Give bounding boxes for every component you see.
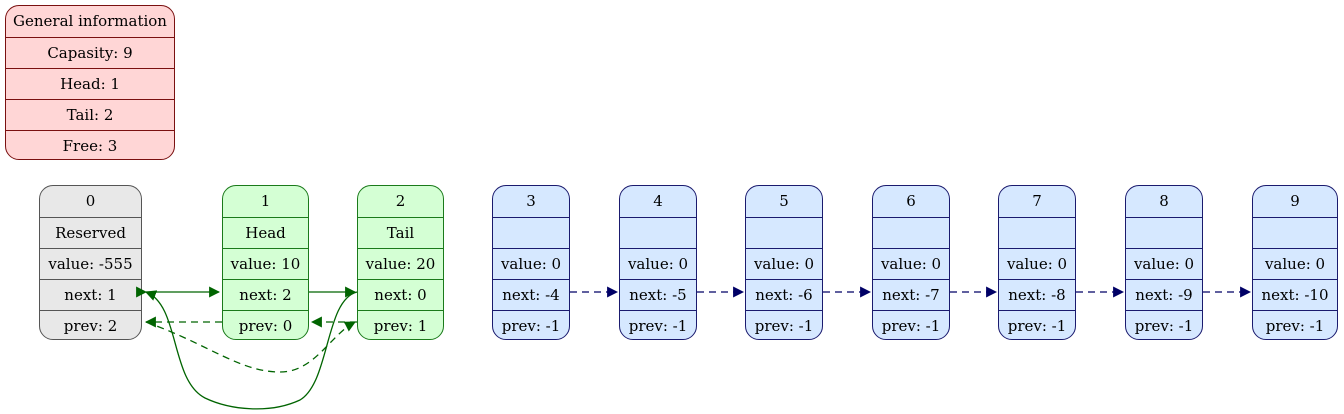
node-value: value: 0 (746, 248, 822, 279)
node-prev: prev: -1 (1126, 310, 1202, 339)
node-prev: prev: -1 (873, 310, 949, 339)
node-value: value: 0 (999, 248, 1075, 279)
node-value: value: 10 (223, 248, 308, 279)
info-free: Free: 3 (6, 130, 174, 159)
node-index: 4 (653, 192, 663, 210)
node-next: next: -7 (873, 279, 949, 310)
info-title: General information (13, 12, 167, 30)
node-next: next: 2 (223, 279, 308, 310)
node-next: next: -5 (620, 279, 696, 310)
node-prev: prev: -1 (1253, 310, 1337, 339)
node-value: value: 0 (1253, 248, 1337, 279)
node-tag (873, 217, 949, 248)
node-value: value: 0 (873, 248, 949, 279)
node-2-tail: 2 Tail value: 20 next: 0 prev: 1 (357, 185, 444, 340)
node-prev: prev: 1 (358, 310, 443, 339)
node-next: next: -9 (1126, 279, 1202, 310)
node-tag (620, 217, 696, 248)
node-9-free: 9 value: 0 next: -10 prev: -1 (1252, 185, 1338, 340)
node-tag (1253, 217, 1337, 248)
info-tail: Tail: 2 (6, 99, 174, 130)
node-next: next: -8 (999, 279, 1075, 310)
node-tag (746, 217, 822, 248)
node-8-free: 8 value: 0 next: -9 prev: -1 (1125, 185, 1203, 340)
node-tag: Reserved (40, 217, 141, 248)
node-index: 7 (1032, 192, 1042, 210)
node-index: 6 (906, 192, 916, 210)
node-index: 5 (779, 192, 789, 210)
info-head: Head: 1 (6, 68, 174, 99)
node-prev: prev: -1 (620, 310, 696, 339)
node-next: next: -10 (1253, 279, 1337, 310)
node-value: value: 0 (620, 248, 696, 279)
node-6-free: 6 value: 0 next: -7 prev: -1 (872, 185, 950, 340)
node-tag: Tail (358, 217, 443, 248)
node-prev: prev: 2 (40, 310, 141, 339)
node-value: value: 0 (1126, 248, 1202, 279)
node-value: value: -555 (40, 248, 141, 279)
node-next: next: -6 (746, 279, 822, 310)
node-index: 9 (1290, 192, 1300, 210)
node-next: next: 0 (358, 279, 443, 310)
node-1-head: 1 Head value: 10 next: 2 prev: 0 (222, 185, 309, 340)
node-5-free: 5 value: 0 next: -6 prev: -1 (745, 185, 823, 340)
node-value: value: 20 (358, 248, 443, 279)
node-value: value: 0 (493, 248, 569, 279)
node-prev: prev: -1 (999, 310, 1075, 339)
node-prev: prev: 0 (223, 310, 308, 339)
node-tag (1126, 217, 1202, 248)
node-index: 0 (85, 192, 96, 210)
node-index: 1 (260, 192, 271, 210)
node-next: next: 1 (40, 279, 141, 310)
node-index: 3 (526, 192, 536, 210)
info-capacity: Capasity: 9 (6, 37, 174, 68)
general-information-panel: General information Capasity: 9 Head: 1 … (5, 5, 175, 160)
node-tag (493, 217, 569, 248)
node-prev: prev: -1 (746, 310, 822, 339)
node-7-free: 7 value: 0 next: -8 prev: -1 (998, 185, 1076, 340)
node-next: next: -4 (493, 279, 569, 310)
node-3-free: 3 value: 0 next: -4 prev: -1 (492, 185, 570, 340)
node-tag (999, 217, 1075, 248)
node-tag: Head (223, 217, 308, 248)
node-index: 8 (1159, 192, 1169, 210)
node-4-free: 4 value: 0 next: -5 prev: -1 (619, 185, 697, 340)
node-index: 2 (395, 192, 406, 210)
node-0-reserved: 0 Reserved value: -555 next: 1 prev: 2 (39, 185, 142, 340)
node-prev: prev: -1 (493, 310, 569, 339)
